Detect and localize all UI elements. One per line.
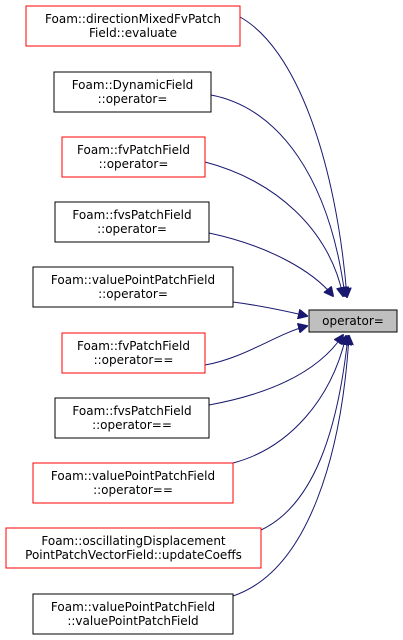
edge-caller-10 [232, 336, 349, 597]
caller-node-label-line: Field::evaluate [89, 26, 177, 40]
caller-node-label-line: ::operator== [94, 353, 174, 367]
caller-node-label-line: Foam::fvPatchField [77, 143, 190, 157]
caller-node-6[interactable]: Foam::fvPatchField::operator== [61, 332, 206, 374]
caller-node-8[interactable]: Foam::valuePointPatchField::operator== [32, 462, 234, 504]
caller-node-label-line: ::operator= [98, 92, 168, 106]
caller-node-label-line: Foam::oscillatingDisplacement [41, 534, 226, 548]
caller-node-box [53, 71, 212, 113]
caller-node-label-line: ::operator== [92, 418, 172, 432]
caller-node-box [5, 527, 262, 569]
caller-node-5[interactable]: Foam::valuePointPatchField::operator= [32, 266, 234, 308]
edge-caller-1 [239, 16, 347, 297]
caller-node-label-line: Foam::directionMixedFvPatch [45, 12, 221, 26]
edge-caller-8 [232, 336, 346, 464]
edge-caller-3 [204, 161, 343, 296]
caller-node-label-line: PointPatchVectorField::updateCoeffs [25, 548, 242, 562]
caller-node-label-line: Foam::DynamicField [72, 78, 194, 92]
caller-node-label-line: Foam::valuePointPatchField [51, 273, 215, 287]
caller-node-box [61, 332, 206, 374]
caller-node-box [32, 462, 234, 504]
caller-node-9[interactable]: Foam::oscillatingDisplacementPointPatchV… [5, 527, 262, 569]
edges [204, 16, 349, 597]
caller-node-label-line: ::operator= [98, 287, 168, 301]
caller-node-7[interactable]: Foam::fvsPatchField::operator== [54, 397, 210, 439]
caller-node-box [25, 5, 241, 47]
edge-caller-7 [208, 335, 343, 406]
caller-node-4[interactable]: Foam::fvsPatchField::operator= [54, 201, 210, 243]
caller-node-label-line: Foam::fvPatchField [77, 339, 190, 353]
caller-node-label-line: Foam::valuePointPatchField [51, 600, 215, 614]
caller-node-2[interactable]: Foam::DynamicField::operator= [53, 71, 212, 113]
target-node-box [308, 309, 398, 333]
caller-node-label-line: ::valuePointPatchField [67, 614, 198, 628]
edge-caller-5 [232, 301, 307, 316]
caller-node-label-line: ::operator= [99, 157, 169, 171]
caller-node-label-line: ::operator= [97, 222, 167, 236]
target-node-label: operator= [322, 314, 384, 328]
edge-caller-9 [260, 336, 348, 531]
caller-node-box [61, 136, 206, 178]
caller-node-3[interactable]: Foam::fvPatchField::operator= [61, 136, 206, 178]
caller-node-label-line: Foam::fvsPatchField [72, 208, 191, 222]
caller-node-box [54, 397, 210, 439]
caller-node-box [32, 266, 234, 308]
caller-node-10[interactable]: Foam::valuePointPatchField::valuePointPa… [32, 593, 234, 635]
caller-node-1[interactable]: Foam::directionMixedFvPatchField::evalua… [25, 5, 241, 47]
target-node[interactable]: operator= [308, 309, 398, 333]
nodes: Foam::directionMixedFvPatchField::evalua… [5, 5, 398, 635]
caller-node-label-line: ::operator== [93, 483, 173, 497]
edge-caller-4 [208, 232, 333, 296]
caller-node-label-line: Foam::valuePointPatchField [51, 469, 215, 483]
caller-node-box [54, 201, 210, 243]
caller-node-label-line: Foam::fvsPatchField [72, 404, 191, 418]
edge-caller-2 [210, 94, 345, 296]
caller-node-box [32, 593, 234, 635]
edge-caller-6 [204, 326, 307, 366]
